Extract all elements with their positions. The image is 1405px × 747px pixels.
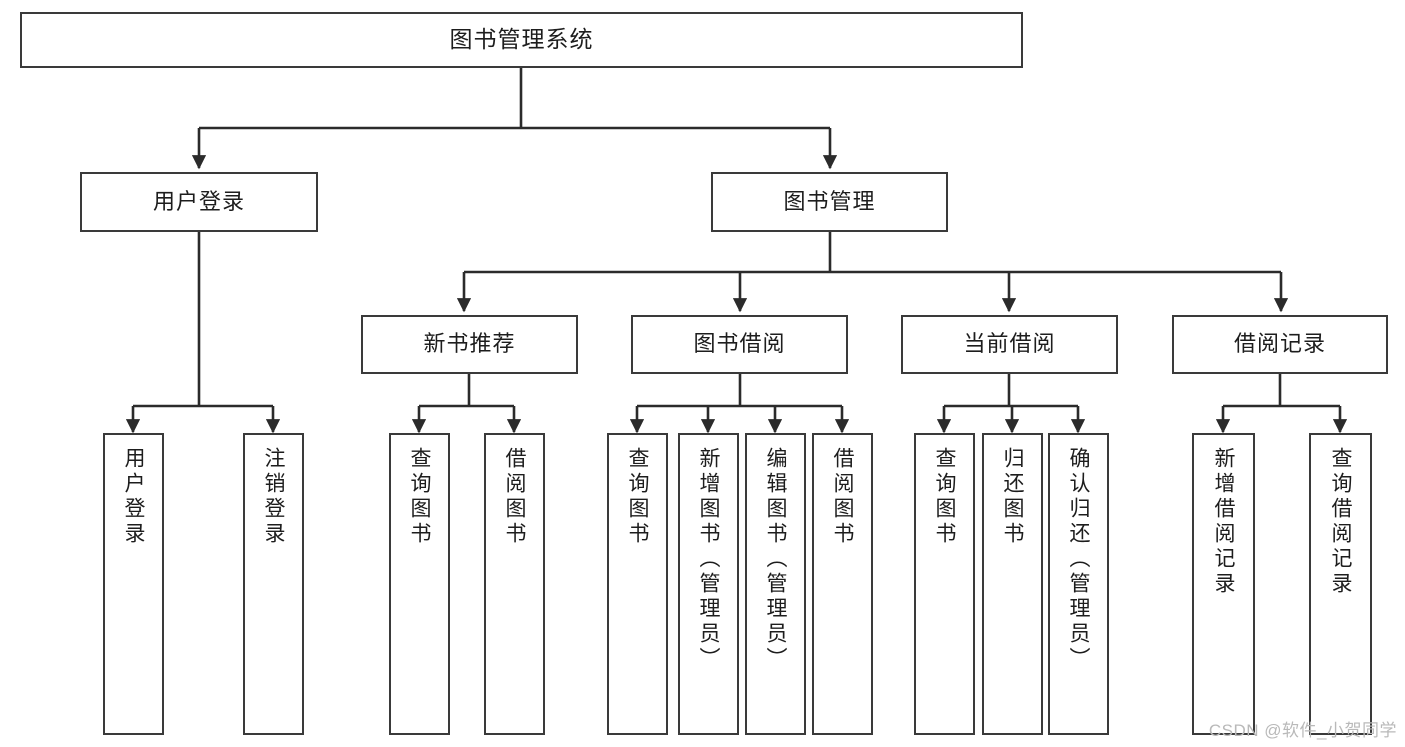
csdn-watermark: CSDN @软件_小贺同学 xyxy=(1208,721,1397,740)
leaf-add-book-admin[interactable]: 新增图书（管理员） xyxy=(678,433,739,735)
leaf-label: 借阅图书 xyxy=(503,447,526,547)
leaf-label: 查询借阅记录 xyxy=(1329,447,1352,597)
leaf-label: 确认归还（管理员） xyxy=(1067,447,1090,672)
leaf-logout[interactable]: 注销登录 xyxy=(243,433,304,735)
leaf-user-login[interactable]: 用户登录 xyxy=(103,433,164,735)
leaf-edit-book-admin[interactable]: 编辑图书（管理员） xyxy=(745,433,806,735)
leaf-label: 编辑图书（管理员） xyxy=(764,447,787,672)
leaf-query-book-current[interactable]: 查询图书 xyxy=(914,433,975,735)
node-book-borrow[interactable]: 图书借阅 xyxy=(631,315,848,374)
node-book-management[interactable]: 图书管理 xyxy=(711,172,948,232)
node-new-book-recommend[interactable]: 新书推荐 xyxy=(361,315,578,374)
leaf-query-borrow-record[interactable]: 查询借阅记录 xyxy=(1309,433,1372,735)
leaf-label: 查询图书 xyxy=(626,447,649,547)
leaf-query-book-borrow[interactable]: 查询图书 xyxy=(607,433,668,735)
leaf-borrow-book[interactable]: 借阅图书 xyxy=(812,433,873,735)
leaf-label: 归还图书 xyxy=(1001,447,1024,547)
node-current-borrow[interactable]: 当前借阅 xyxy=(901,315,1118,374)
node-user-login[interactable]: 用户登录 xyxy=(80,172,318,232)
leaf-return-book[interactable]: 归还图书 xyxy=(982,433,1043,735)
node-root-system[interactable]: 图书管理系统 xyxy=(20,12,1023,68)
leaf-label: 查询图书 xyxy=(933,447,956,547)
leaf-confirm-return-admin[interactable]: 确认归还（管理员） xyxy=(1048,433,1109,735)
leaf-label: 新增图书（管理员） xyxy=(697,447,720,672)
leaf-label: 用户登录 xyxy=(122,447,145,547)
leaf-label: 注销登录 xyxy=(262,447,285,547)
leaf-query-book-newbook[interactable]: 查询图书 xyxy=(389,433,450,735)
node-borrow-record[interactable]: 借阅记录 xyxy=(1172,315,1388,374)
leaf-borrow-book-newbook[interactable]: 借阅图书 xyxy=(484,433,545,735)
leaf-label: 查询图书 xyxy=(408,447,431,547)
leaf-label: 借阅图书 xyxy=(831,447,854,547)
leaf-add-borrow-record[interactable]: 新增借阅记录 xyxy=(1192,433,1255,735)
leaf-label: 新增借阅记录 xyxy=(1212,447,1235,597)
